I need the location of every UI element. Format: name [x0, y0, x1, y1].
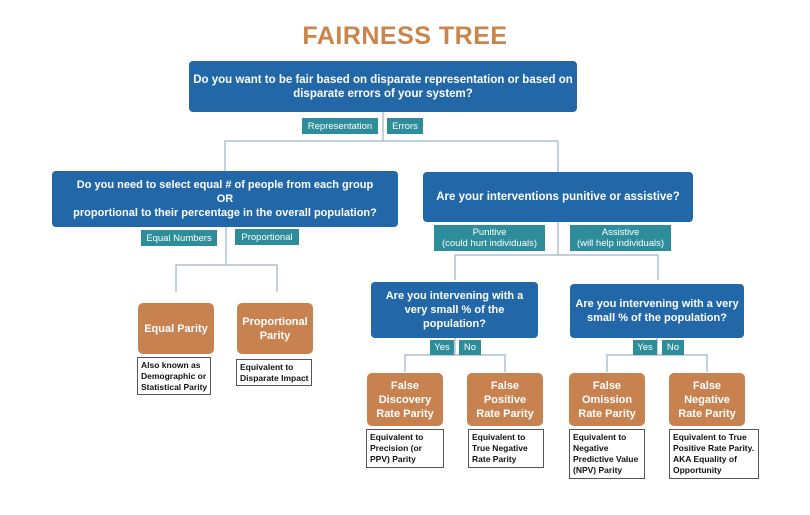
punitive-question-line-1: Are you intervening with a — [385, 290, 524, 302]
assistive-question-box: Are you intervening with a very small % … — [570, 284, 744, 338]
punitive-question-box: Are you intervening with a very small % … — [371, 282, 538, 338]
tag-assistive-line-1: Assistive — [601, 227, 640, 238]
connector-left — [175, 264, 278, 292]
result-for-parity-line-3: Rate Parity — [578, 407, 636, 420]
note-proportional-parity: Equivalent to Disparate Impact — [236, 359, 312, 386]
note-for-parity-line-2: Negative — [573, 443, 609, 453]
note-fdr-parity: Equivalent to Precision (or PPV) Parity — [366, 429, 444, 468]
tag-assistive-line-2: (will help individuals) — [576, 238, 665, 249]
result-fdr-parity-line-2: Discovery — [378, 393, 432, 406]
result-for-parity: False Omission Rate Parity — [569, 373, 645, 426]
note-fnr-parity-line-2: Positive Rate Parity. — [673, 443, 755, 453]
result-fnr-parity-line-2: Negative — [684, 393, 730, 406]
tag-punitive: Punitive (could hurt individuals) — [434, 225, 545, 251]
result-fpr-parity-line-2: Positive — [483, 393, 527, 406]
tag-no-punitive: No — [459, 340, 481, 355]
note-fnr-parity-line-4: Opportunity — [673, 465, 722, 475]
note-equal-parity-line-1: Also known as — [141, 360, 201, 370]
result-equal-parity: Equal Parity — [138, 303, 214, 354]
tag-equal-numbers: Equal Numbers — [141, 230, 217, 246]
result-fnr-parity: False Negative Rate Parity — [669, 373, 745, 426]
note-fnr-parity: Equivalent to True Positive Rate Parity.… — [669, 429, 759, 479]
result-proportional-parity-line-1: Proportional — [242, 315, 308, 328]
note-fpr-parity: Equivalent to True Negative Rate Parity — [468, 429, 544, 468]
note-fpr-parity-line-3: Rate Parity — [472, 454, 517, 464]
result-proportional-parity: Proportional Parity — [237, 303, 313, 354]
note-fpr-parity-line-2: True Negative — [472, 443, 528, 453]
tag-representation: Representation — [302, 118, 378, 134]
left-question-line-1: Do you need to select equal # of people … — [76, 179, 374, 191]
note-for-parity-line-1: Equivalent to — [573, 432, 627, 442]
connector-assistive — [606, 354, 708, 372]
assistive-question-line-2: small % of the population? — [587, 312, 727, 324]
right-question-box: Are your interventions punitive or assis… — [423, 172, 693, 222]
result-fdr-parity-line-1: False — [390, 379, 420, 392]
note-equal-parity-line-3: Statistical Parity — [141, 382, 208, 392]
result-proportional-parity-line-2: Parity — [259, 329, 291, 342]
result-fnr-parity-line-3: Rate Parity — [678, 407, 736, 420]
tag-punitive-line-1: Punitive — [472, 227, 507, 238]
result-for-parity-line-2: Omission — [581, 393, 633, 406]
note-for-parity-line-3: Predictive Value — [573, 454, 639, 464]
tag-punitive-line-2: (could hurt individuals) — [441, 238, 538, 249]
tag-errors: Errors — [387, 118, 423, 134]
result-fdr-parity-line-3: Rate Parity — [376, 407, 434, 420]
root-question-line-2: disparate errors of your system? — [293, 87, 473, 100]
note-equal-parity-line-2: Demographic or — [141, 371, 207, 381]
result-fpr-parity: False Positive Rate Parity — [467, 373, 543, 426]
tag-assistive: Assistive (will help individuals) — [570, 225, 671, 251]
result-fdr-parity: False Discovery Rate Parity — [367, 373, 443, 426]
note-fpr-parity-line-1: Equivalent to — [472, 432, 526, 442]
tag-yes-punitive: Yes — [430, 340, 454, 355]
punitive-question-line-2: very small % of the — [404, 304, 505, 316]
page-title: FAIRNESS TREE — [302, 22, 508, 50]
note-proportional-parity-line-1: Equivalent to — [240, 362, 294, 372]
punitive-question-line-3: population? — [423, 318, 486, 330]
connector-punitive — [404, 354, 506, 372]
root-question-box: Do you want to be fair based on disparat… — [189, 61, 577, 112]
note-equal-parity: Also known as Demographic or Statistical… — [137, 357, 211, 395]
result-equal-parity-line-1: Equal Parity — [144, 322, 208, 335]
connector-root — [224, 140, 559, 172]
left-question-line-2: OR — [216, 193, 234, 205]
result-fpr-parity-line-3: Rate Parity — [476, 407, 534, 420]
tag-yes-assistive: Yes — [633, 340, 657, 355]
note-for-parity-line-4: (NPV) Parity — [573, 465, 623, 475]
root-question-line-1: Do you want to be fair based on disparat… — [193, 73, 573, 86]
connector-right — [454, 254, 659, 280]
note-for-parity: Equivalent to Negative Predictive Value … — [569, 429, 645, 479]
right-question-line-1: Are your interventions punitive or assis… — [436, 191, 680, 203]
note-fdr-parity-line-2: Precision (or — [370, 443, 422, 453]
result-for-parity-line-1: False — [592, 379, 622, 392]
assistive-question-line-1: Are you intervening with a very — [575, 298, 739, 310]
left-question-box: Do you need to select equal # of people … — [52, 171, 398, 227]
note-fnr-parity-line-3: AKA Equality of — [673, 454, 737, 464]
result-fpr-parity-line-1: False — [490, 379, 520, 392]
tag-no-assistive: No — [662, 340, 684, 355]
left-question-line-3: proportional to their percentage in the … — [73, 207, 377, 219]
tag-proportional: Proportional — [235, 229, 299, 245]
note-proportional-parity-line-2: Disparate Impact — [240, 373, 309, 383]
note-fdr-parity-line-1: Equivalent to — [370, 432, 424, 442]
note-fnr-parity-line-1: Equivalent to True — [673, 432, 747, 442]
note-fdr-parity-line-3: PPV) Parity — [370, 454, 416, 464]
result-fnr-parity-line-1: False — [692, 379, 722, 392]
